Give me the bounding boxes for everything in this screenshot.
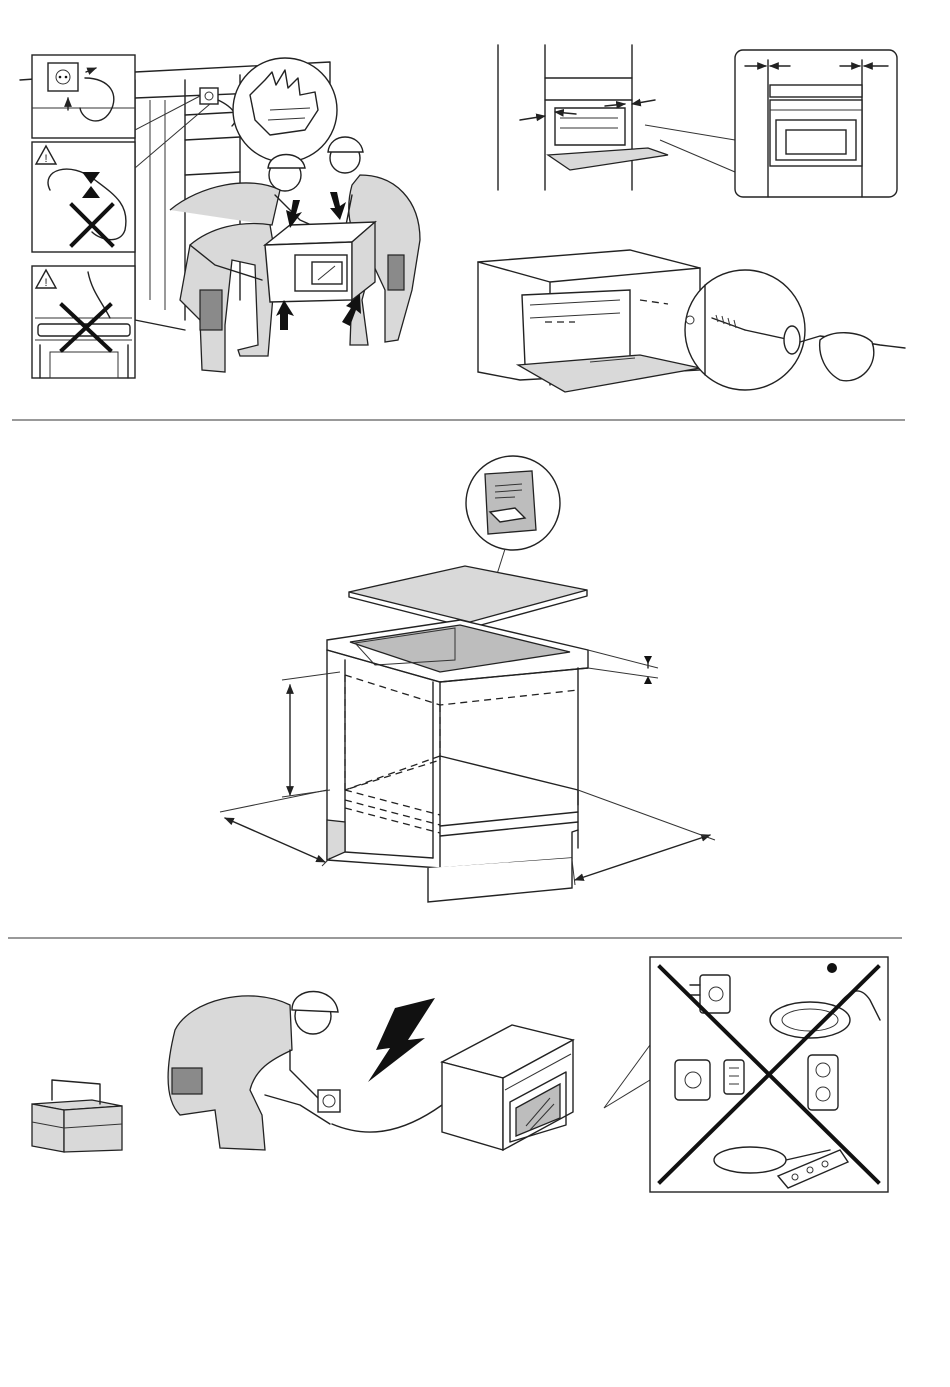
knee-pad: [172, 1068, 202, 1094]
oven-connected: [442, 1025, 573, 1150]
arrow-icon: [276, 300, 294, 330]
arrow-icon: [632, 100, 655, 104]
power-cable: [332, 1105, 442, 1132]
arrow-icon: [520, 116, 545, 120]
glove-callout: [233, 58, 337, 162]
toolbox-icon: [32, 1080, 122, 1152]
hand-icon: [820, 333, 874, 381]
lightning-bolt-icon: [368, 998, 435, 1082]
screwdriver-icon: [784, 326, 800, 354]
double-adapter-icon: [808, 1055, 838, 1110]
arrow-icon: [286, 200, 302, 228]
wall-socket: [200, 88, 218, 104]
svg-text:!: !: [44, 153, 47, 165]
panel-cabinet-gap-check: [498, 45, 735, 190]
electrician-worker: [168, 991, 340, 1150]
section-electrical-connection: [32, 957, 888, 1192]
knee-pad: [388, 255, 404, 290]
dimension-lines: [220, 650, 715, 885]
svg-text:!: !: [44, 277, 47, 289]
hard-hat-icon: [328, 137, 363, 152]
hard-hat-icon: [292, 991, 338, 1012]
arrow-icon: [605, 104, 625, 106]
manual-book-icon: [485, 471, 536, 534]
socket-icon: [48, 63, 78, 91]
section-transport-install: ! !: [20, 45, 905, 392]
panel-no-adapters: [604, 957, 888, 1192]
panel-handle-warning: !: [32, 266, 135, 378]
lifted-oven: [265, 222, 375, 302]
panel-cable-warning: !: [32, 142, 135, 252]
worktop-cabinet: [327, 620, 588, 902]
socket-icon: [318, 1090, 340, 1112]
panel-power-socket-check: [32, 55, 135, 138]
panel-screw-fixing: [478, 250, 905, 392]
section-cabinet-dimensions: [220, 456, 715, 902]
knee-pad: [200, 290, 222, 330]
arrow-icon: [330, 192, 346, 220]
panel-gap-detail: [735, 50, 897, 197]
cooktop: [349, 566, 587, 622]
arrow-icon: [644, 656, 652, 664]
timer-plug-icon: [675, 1060, 744, 1100]
